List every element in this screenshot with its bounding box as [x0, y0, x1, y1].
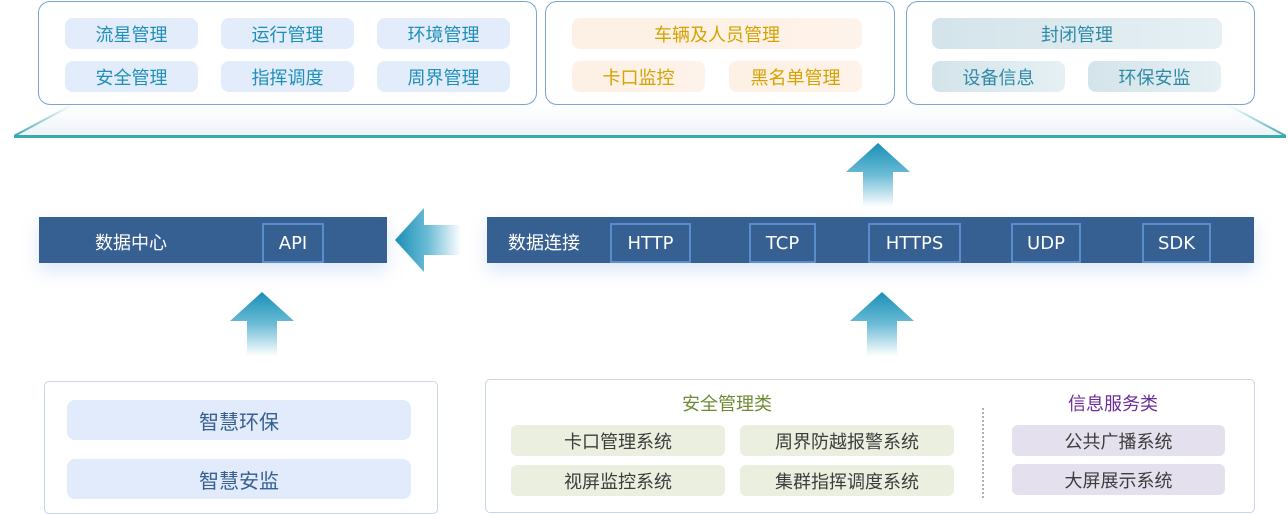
arrow-up-from-smart-apps-icon [230, 292, 294, 356]
top-group-3-panel: 封闭管理 设备信息 环保安监 [906, 1, 1255, 105]
subsystems-panel: 安全管理类 卡口管理系统 周界防越报警系统 视屏监控系统 集群指挥调度系统 信息… [485, 379, 1255, 513]
security-category-title: 安全管理类 [682, 394, 772, 415]
data-connection-title: 数据连接 [508, 233, 580, 254]
protocol-https[interactable]: HTTPS [868, 223, 961, 263]
protocol-http[interactable]: HTTP [610, 223, 691, 263]
module-meteor-management[interactable]: 流星管理 [65, 18, 198, 49]
module-operation-management[interactable]: 运行管理 [221, 18, 354, 49]
arrow-up-from-systems-icon [850, 292, 914, 356]
protocol-udp[interactable]: UDP [1011, 223, 1081, 263]
api-badge[interactable]: API [262, 223, 324, 263]
arrow-up-to-platform-icon [846, 143, 910, 207]
module-safety-management[interactable]: 安全管理 [65, 61, 198, 92]
data-center-title: 数据中心 [95, 233, 167, 254]
top-group-2-panel: 车辆及人员管理 卡口监控 黑名单管理 [545, 1, 895, 105]
platform-base [14, 105, 1286, 138]
protocol-tcp[interactable]: TCP [749, 223, 816, 263]
smart-apps-panel: 智慧环保 智慧安监 [44, 381, 438, 514]
module-closure-management[interactable]: 封闭管理 [932, 18, 1222, 49]
protocol-sdk[interactable]: SDK [1142, 223, 1211, 263]
data-connection-bar: 数据连接 HTTP TCP HTTPS UDP SDK [487, 217, 1254, 263]
checkpoint-management-system[interactable]: 卡口管理系统 [511, 425, 725, 456]
module-command-dispatch[interactable]: 指挥调度 [221, 61, 354, 92]
data-center-bar: 数据中心 API [39, 217, 387, 263]
module-perimeter-management[interactable]: 周界管理 [377, 61, 510, 92]
smart-environment-item[interactable]: 智慧环保 [67, 400, 411, 440]
module-vehicle-personnel-management[interactable]: 车辆及人员管理 [572, 18, 862, 49]
module-blacklist-management[interactable]: 黑名单管理 [729, 61, 862, 92]
perimeter-intrusion-alarm-system[interactable]: 周界防越报警系统 [740, 425, 954, 456]
large-screen-display-system[interactable]: 大屏展示系统 [1012, 464, 1225, 495]
smart-safety-supervision-item[interactable]: 智慧安监 [67, 459, 411, 499]
trunked-dispatch-system[interactable]: 集群指挥调度系统 [740, 465, 954, 496]
module-checkpoint-monitoring[interactable]: 卡口监控 [572, 61, 705, 92]
top-group-1-panel: 流星管理 运行管理 环境管理 安全管理 指挥调度 周界管理 [38, 1, 537, 105]
arrow-left-to-data-center-icon [395, 208, 461, 272]
module-environment-management[interactable]: 环境管理 [377, 18, 510, 49]
module-eco-safety-supervision[interactable]: 环保安监 [1088, 61, 1221, 92]
module-device-info[interactable]: 设备信息 [932, 61, 1065, 92]
info-category-title: 信息服务类 [1068, 394, 1158, 415]
public-broadcast-system[interactable]: 公共广播系统 [1012, 425, 1225, 456]
video-surveillance-system[interactable]: 视屏监控系统 [511, 465, 725, 496]
category-divider [982, 408, 984, 498]
